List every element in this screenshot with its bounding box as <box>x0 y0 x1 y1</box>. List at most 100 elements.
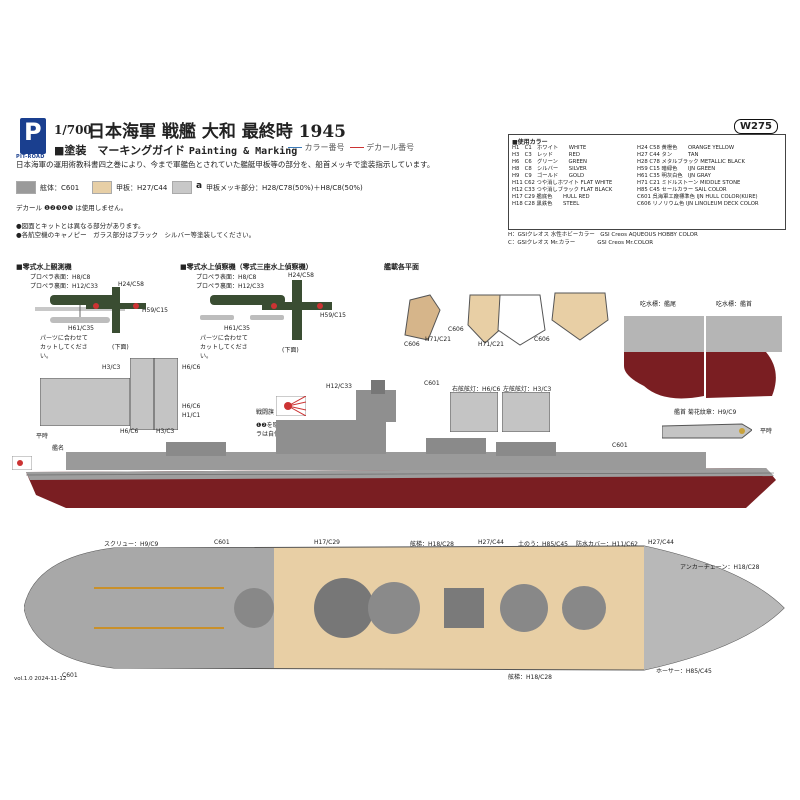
scout-prop-1: プロペラ表面：H8/C8 <box>196 274 257 281</box>
boat-label-2: H71/C21 <box>425 336 451 343</box>
ship-side-profile <box>26 380 776 508</box>
draft-bow-drawing <box>706 316 782 398</box>
brand-logo-text: PIT-ROAD <box>16 154 45 160</box>
scout-prop-2: プロペラ裏面：H12/C33 <box>196 283 264 290</box>
recon-prop-1: プロペラ表面：H8/C8 <box>30 274 91 281</box>
recon-under: (下面) <box>112 344 129 351</box>
subtitle-en: Painting & Marking <box>188 146 298 157</box>
scout-plane-top <box>262 280 332 340</box>
subtitle-jp: ■塗装 マーキングガイド <box>54 144 186 157</box>
label-h3-b: H3/C3 <box>156 428 175 435</box>
label-hirate-2: 平時 <box>760 428 773 435</box>
label-hosa: ホーサー：H85/C45 <box>656 668 712 675</box>
color-row: H8 C8 シルバー SILVER <box>512 166 587 172</box>
color-row: H17 C29 艦底色 HULL RED <box>512 194 590 200</box>
label-h27-b: H27/C44 <box>648 539 674 546</box>
label-h17: H17/C29 <box>314 539 340 546</box>
label-kanmei: 艦名 <box>52 445 65 452</box>
label-stbd-light: 左舷舷灯：H3/C3 <box>503 386 552 393</box>
recon-label-cut: パーツに合わせてカットしてください。 <box>40 335 88 360</box>
color-table-foot-2: C：GSIクレオス Mr.カラー GSI Creos Mr.COLOR <box>508 240 654 246</box>
label-h27-a: H27/C44 <box>478 539 504 546</box>
boats-plan <box>404 292 609 346</box>
color-row: H59 C15 暗緑色 IJN GREEN <box>637 166 716 172</box>
label-emblem: 艦首 菊花紋章：H9/C9 <box>674 409 737 416</box>
color-table-title: ■使用カラー <box>512 139 548 146</box>
color-row: H24 C58 黄橙色 ORANGE YELLOW <box>637 145 735 151</box>
scout-label-h59: H59/C15 <box>320 312 346 319</box>
color-row: H18 C28 黒鉄色 STEEL <box>512 201 580 207</box>
legend-decal: デカール番号 <box>366 143 415 152</box>
color-row: H6 C6 グリーン GREEN <box>512 159 587 165</box>
detail-panel-left <box>40 378 130 426</box>
detail-port-light <box>450 392 498 432</box>
label-flag: 戦闘旗 <box>256 409 275 416</box>
label-h6-c: H6/C6 <box>120 428 139 435</box>
boat-label-1: C606 <box>404 341 420 348</box>
color-row: H71 C21 ミドルストーン MIDDLE STONE <box>637 180 741 186</box>
swatch-hull <box>16 181 36 194</box>
scout-label-h61: H61/C35 <box>224 325 250 332</box>
bow-emblem-drawing <box>662 423 752 439</box>
boat-label-5: C606 <box>534 336 550 343</box>
color-row: H9 C9 ゴールド GOLD <box>512 173 585 179</box>
color-row: H11 C62 つや消しホワイト FLAT WHITE <box>512 180 613 186</box>
battle-flag-icon <box>276 396 306 416</box>
color-table-left: H1 C1 ホワイト WHITE H3 C3 レッド RED H6 C6 グリー… <box>512 145 612 208</box>
color-row: C606 リノリウム色 IJN LINOLEUM DECK COLOR <box>637 201 759 207</box>
label-kaidan-2: 舷梯：H18/C28 <box>508 674 552 681</box>
swatch-hull-label: 舷体：C601 <box>40 184 80 192</box>
color-row: H27 C44 タン TAN <box>637 152 699 158</box>
intro-text: 日本海軍の運用術教科書四之巻により、今まで軍艦色とされていた艦艇甲板等の部分を、… <box>16 160 435 169</box>
scale-label: 1/700 <box>54 123 92 137</box>
color-row: H3 C3 レッド RED <box>512 152 580 158</box>
label-hirate: 平時 <box>36 433 49 440</box>
legend-color: カラー番号 <box>304 143 345 152</box>
draft-stern-label: 吃水標：艦尾 <box>640 301 677 308</box>
recon-prop-2: プロペラ裏面：H12/C33 <box>30 283 98 290</box>
recon-label-h61: H61/C35 <box>68 325 94 332</box>
brand-logo <box>20 118 46 154</box>
swatch-deck-label: 甲板：H27/C44 <box>116 184 168 192</box>
ship-deck-plan <box>24 545 785 671</box>
label-h12: H12/C33 <box>326 383 352 390</box>
color-row: H61 C35 明灰白色 IJN GRAY <box>637 173 711 179</box>
label-h6-a: H6/C6 <box>182 364 201 371</box>
draft-stern-drawing <box>624 316 704 399</box>
scout-label-h24: H24/C58 <box>288 272 314 279</box>
boat-label-4: H71/C21 <box>478 341 504 348</box>
label-h3-a: H3/C3 <box>102 364 121 371</box>
note-1: ●図面とキットとは異なる部分があります。 <box>16 222 145 230</box>
color-table: ■使用カラー H1 C1 ホワイト WHITE H3 C3 レッド RED H6… <box>508 134 786 230</box>
label-kaidan: 舷梯：H18/C28 <box>410 541 454 548</box>
label-tubo: 土のう：H85/C45 <box>518 541 568 548</box>
color-table-right: H24 C58 黄橙色 ORANGE YELLOW H27 C44 タン TAN… <box>637 145 759 208</box>
scout-under: (下面) <box>282 347 299 354</box>
label-h6-b: H6/C6 <box>182 403 201 410</box>
label-anchor: アンカーチェーン：H18/C28 <box>680 564 760 571</box>
label-screw: スクリュー：H9/C9 <box>104 541 159 548</box>
decal-note: デカール ❶❷❸❹❺ は使用しません。 <box>16 204 128 212</box>
section-boats-title: 艦載各平面 <box>384 263 419 271</box>
section-recon-title: ■零式水上観測機 <box>16 263 72 271</box>
detail-panel-mast <box>130 358 178 430</box>
recon-label-h24: H24/C58 <box>118 281 144 288</box>
label-c601-plan: C601 <box>214 539 230 546</box>
page-subtitle: ■塗装 マーキングガイド Painting & Marking <box>54 142 297 158</box>
version-label: vol.1.0 2024-11-12 <box>14 676 67 682</box>
color-row: H85 C45 セールカラー SAIL COLOR <box>637 187 727 193</box>
color-row: C601 呉海軍工廠標準色 IJN HULL COLOR(KURE) <box>637 194 758 200</box>
swatch-deck <box>92 181 112 194</box>
swatch-metal <box>172 181 192 194</box>
recon-plane-top <box>86 287 146 333</box>
label-bosui: 防水カバー：H11/C62 <box>576 541 638 548</box>
color-row: H28 C78 メタルブラック METALLIC BLACK <box>637 159 745 165</box>
label-c601-side: C601 <box>612 442 628 449</box>
legend-key: カラー番号 デカール番号 <box>288 142 414 153</box>
label-c601-top: C601 <box>424 380 440 387</box>
swatch-metal-label: 甲板メッキ部分：H28/C78(50%)＋H8/C8(50%) <box>206 184 363 192</box>
boat-label-3: C606 <box>448 326 464 333</box>
label-port-light: 右舷舷灯：H6/C6 <box>452 386 501 393</box>
label-h1: H1/C1 <box>182 412 201 419</box>
product-code-badge: W275 <box>734 119 778 134</box>
